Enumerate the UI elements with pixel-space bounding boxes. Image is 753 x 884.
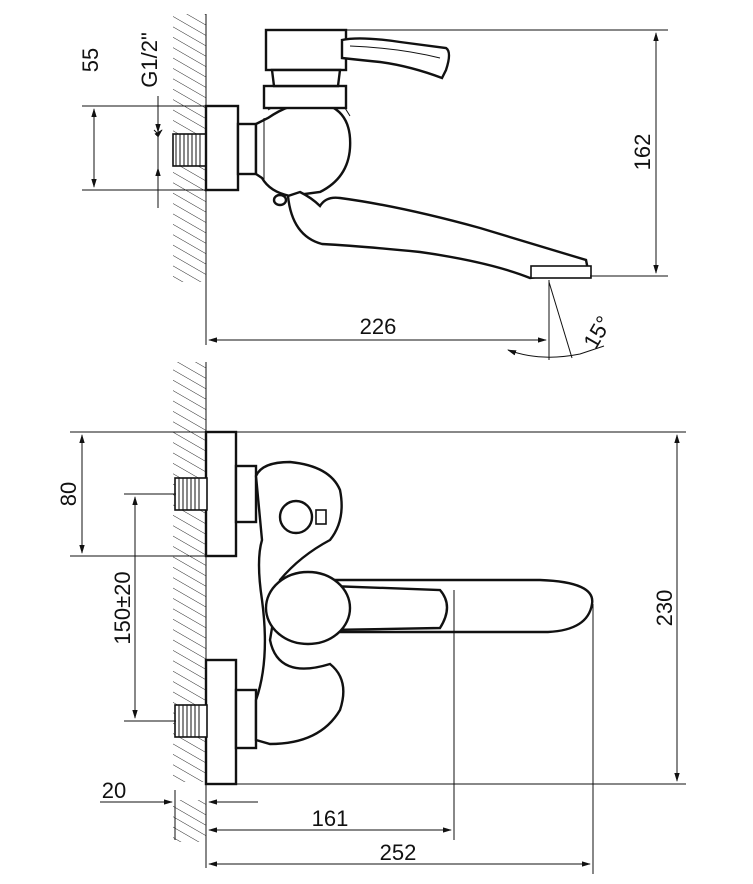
- cartridge-top: [264, 28, 348, 72]
- dim-20-label: 20: [102, 778, 126, 803]
- lever-front: [328, 584, 449, 632]
- dim-230-label: 230: [652, 590, 677, 627]
- cartridge-base-top: [262, 84, 348, 110]
- dim-80-label: 80: [56, 482, 81, 506]
- aerator-top: [530, 265, 592, 279]
- dim-252-label: 252: [380, 840, 417, 865]
- nut-lower: [234, 688, 258, 750]
- escutcheon-top: [204, 104, 240, 192]
- threaded-inlet-lower: [174, 704, 208, 738]
- lever-handle-top: [340, 37, 451, 80]
- diverter-knob-top: [272, 193, 288, 207]
- nut-top: [236, 122, 258, 176]
- dim-55-label: 55: [78, 48, 103, 72]
- threaded-inlet-top: [172, 133, 209, 167]
- mixer-knob-front: [264, 570, 352, 646]
- wall-hatch-front-bottom: [173, 800, 206, 842]
- diverter-front: [278, 499, 327, 535]
- wall-plate-front-lower: [204, 658, 238, 786]
- nut-upper: [234, 464, 258, 524]
- front-view: 80 150±20 230 20 161 252: [56, 362, 686, 874]
- threaded-inlet-upper: [174, 477, 208, 511]
- top-view: 162 55 G1/2" 226 15°: [78, 14, 668, 360]
- dim-150-label: 150±20: [110, 571, 135, 644]
- wall-plate-front: [204, 430, 238, 558]
- dim-161-label: 161: [312, 806, 349, 831]
- cartridge-link: [270, 68, 342, 88]
- angle-line-1: [548, 281, 573, 359]
- spout-top: [286, 190, 590, 280]
- mixer-body-top: [254, 101, 352, 198]
- dim-162-label: 162: [630, 134, 655, 171]
- angle-15-label: 15°: [578, 312, 616, 353]
- angle-arc: [507, 345, 605, 358]
- lever-detail: [349, 45, 441, 59]
- dim-226-label: 226: [360, 314, 397, 339]
- thread-size-label: G1/2": [137, 32, 162, 88]
- mixer-body-front: [254, 460, 345, 746]
